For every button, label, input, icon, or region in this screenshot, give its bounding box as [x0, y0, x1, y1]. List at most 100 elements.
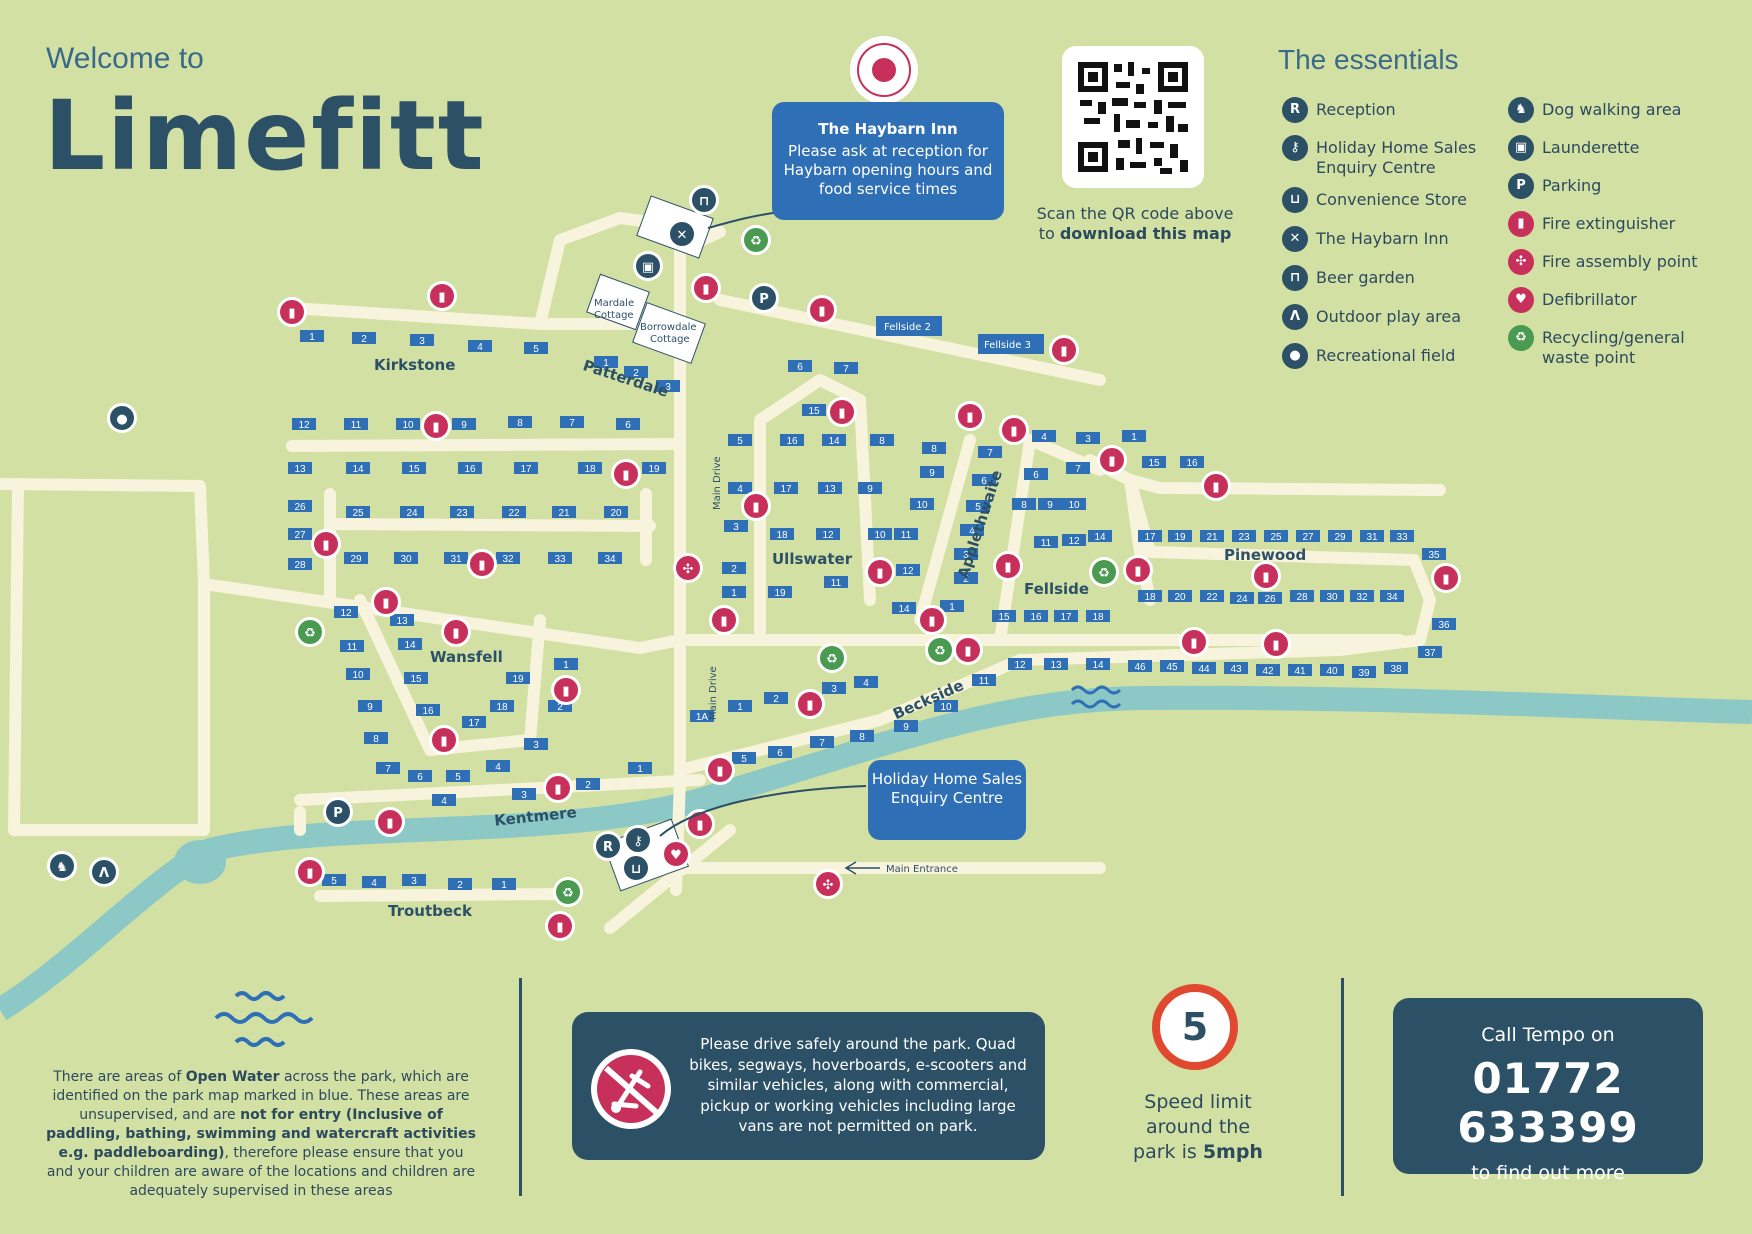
cutlery-icon: ✕ — [1282, 226, 1308, 252]
plot-marker — [524, 342, 548, 354]
plot-number: 15 — [408, 464, 420, 475]
fire-extinguisher-icon: ▮ — [709, 605, 739, 635]
open-water-notice: There are areas of Open Water across the… — [46, 1068, 476, 1201]
fire-extinguisher-icon: ▮ — [295, 857, 325, 887]
plot-number: 7 — [819, 738, 825, 749]
plot-number: 9 — [929, 468, 935, 479]
plot-marker — [1418, 646, 1442, 658]
plot-marker — [894, 720, 918, 732]
parking-icon: P — [1508, 173, 1534, 199]
plot-2: 2 — [722, 562, 746, 575]
contact-phone-number[interactable]: 01772 633399 — [1457, 1054, 1639, 1152]
plot-number: 4 — [737, 484, 743, 495]
plot-marker — [1288, 664, 1312, 676]
plot-number: 31 — [450, 554, 462, 565]
water-text-3: , therefore please ensure that you and y… — [46, 1145, 476, 1199]
plot-number: 18 — [584, 464, 596, 475]
water-bold-1: Open Water — [185, 1069, 280, 1085]
fire-extinguisher-icon: ▮ — [1251, 561, 1281, 591]
plot-marker — [346, 506, 370, 518]
qr-code[interactable] — [1062, 46, 1204, 188]
plot-marker — [1088, 530, 1112, 542]
plot-37: 37 — [1418, 646, 1442, 659]
svg-text:▮: ▮ — [928, 614, 935, 629]
plot-14: 14 — [398, 638, 422, 651]
plot-7: 7 — [1066, 462, 1090, 475]
plot-17: 17 — [462, 716, 486, 729]
plot-marker — [1044, 658, 1068, 670]
fire-extinguisher-icon: ▮ — [999, 415, 1029, 445]
plot-number: 2 — [585, 780, 591, 791]
legend-label: Holiday Home Sales Enquiry Centre — [1316, 138, 1477, 177]
plot-16: 16 — [780, 434, 804, 447]
water-wave-marker — [1070, 685, 1122, 709]
plot-28: 28 — [1290, 590, 1314, 603]
plot-43: 43 — [1224, 662, 1248, 675]
plot-3: 3 — [656, 380, 680, 393]
plot-17: 17 — [514, 462, 538, 475]
svg-text:▮: ▮ — [1262, 570, 1269, 585]
plot-7: 7 — [834, 362, 858, 375]
plot-marker — [1086, 610, 1110, 622]
plot-marker — [1352, 666, 1376, 678]
plot-marker — [288, 500, 312, 512]
plot-marker — [346, 668, 370, 680]
plot-marker — [358, 700, 382, 712]
plot-number: 29 — [1334, 532, 1346, 543]
haybarn-callout: The Haybarn Inn Please ask at reception … — [772, 102, 1004, 220]
swing-icon: Λ — [89, 857, 119, 887]
svg-text:♞: ♞ — [56, 860, 68, 875]
plot-marker — [408, 770, 432, 782]
svg-text:▮: ▮ — [322, 538, 329, 553]
svg-text:▮: ▮ — [440, 734, 447, 749]
plot-7: 7 — [810, 736, 834, 749]
plot-12: 12 — [292, 418, 316, 431]
plot-number: 8 — [859, 732, 865, 743]
svg-text:Λ: Λ — [99, 866, 109, 881]
plot-marker — [656, 380, 680, 392]
plot-number: 38 — [1390, 664, 1402, 675]
plot-marker — [450, 506, 474, 518]
svg-text:⊔: ⊔ — [631, 862, 641, 877]
plot-marker — [492, 878, 516, 890]
plot-marker — [400, 506, 424, 518]
plot-4: 4 — [432, 794, 456, 807]
plot-10: 10 — [1062, 498, 1086, 511]
plot-number: 13 — [1050, 660, 1062, 671]
plot-number: 32 — [502, 554, 514, 565]
plot-number: 1 — [949, 602, 955, 613]
plot-22: 22 — [1200, 590, 1224, 603]
fire-extinguisher-icon: ▮ — [1261, 629, 1291, 659]
plot-7: 7 — [376, 762, 400, 775]
plot-number: 33 — [1396, 532, 1408, 543]
plot-number: 18 — [1092, 612, 1104, 623]
plot-marker — [344, 552, 368, 564]
plot-number: 18 — [496, 702, 508, 713]
plot-6: 6 — [788, 360, 812, 373]
plot-number: 35 — [1428, 550, 1440, 561]
plot-number: 14 — [1094, 532, 1106, 543]
plot-number: 11 — [831, 578, 842, 589]
plot-marker — [1256, 664, 1280, 676]
plot-marker — [322, 874, 346, 886]
plot-marker — [934, 700, 958, 712]
plot-marker — [1258, 592, 1282, 604]
plot-1: 1 — [594, 356, 618, 369]
plot-marker — [822, 682, 846, 694]
plot-marker — [410, 334, 434, 346]
plot-number: 31 — [1366, 532, 1378, 543]
plot-4: 4 — [468, 340, 492, 353]
footer-divider-1 — [519, 978, 522, 1196]
svg-text:▮: ▮ — [1010, 424, 1017, 439]
dog-walking-icon: ♞ — [1508, 97, 1534, 123]
legend-item-basket: ⊔Convenience Store — [1282, 187, 1502, 213]
plot-2: 2 — [624, 366, 648, 379]
fire-extinguisher-icon: ▮ — [429, 725, 459, 755]
plot-number: 3 — [521, 790, 527, 801]
plot-number: 10 — [352, 670, 364, 681]
plot-number: 21 — [1206, 532, 1218, 543]
plot-number: 13 — [824, 484, 836, 495]
plot-12: 12 — [896, 564, 920, 577]
qr-code-pattern — [1078, 62, 1188, 174]
